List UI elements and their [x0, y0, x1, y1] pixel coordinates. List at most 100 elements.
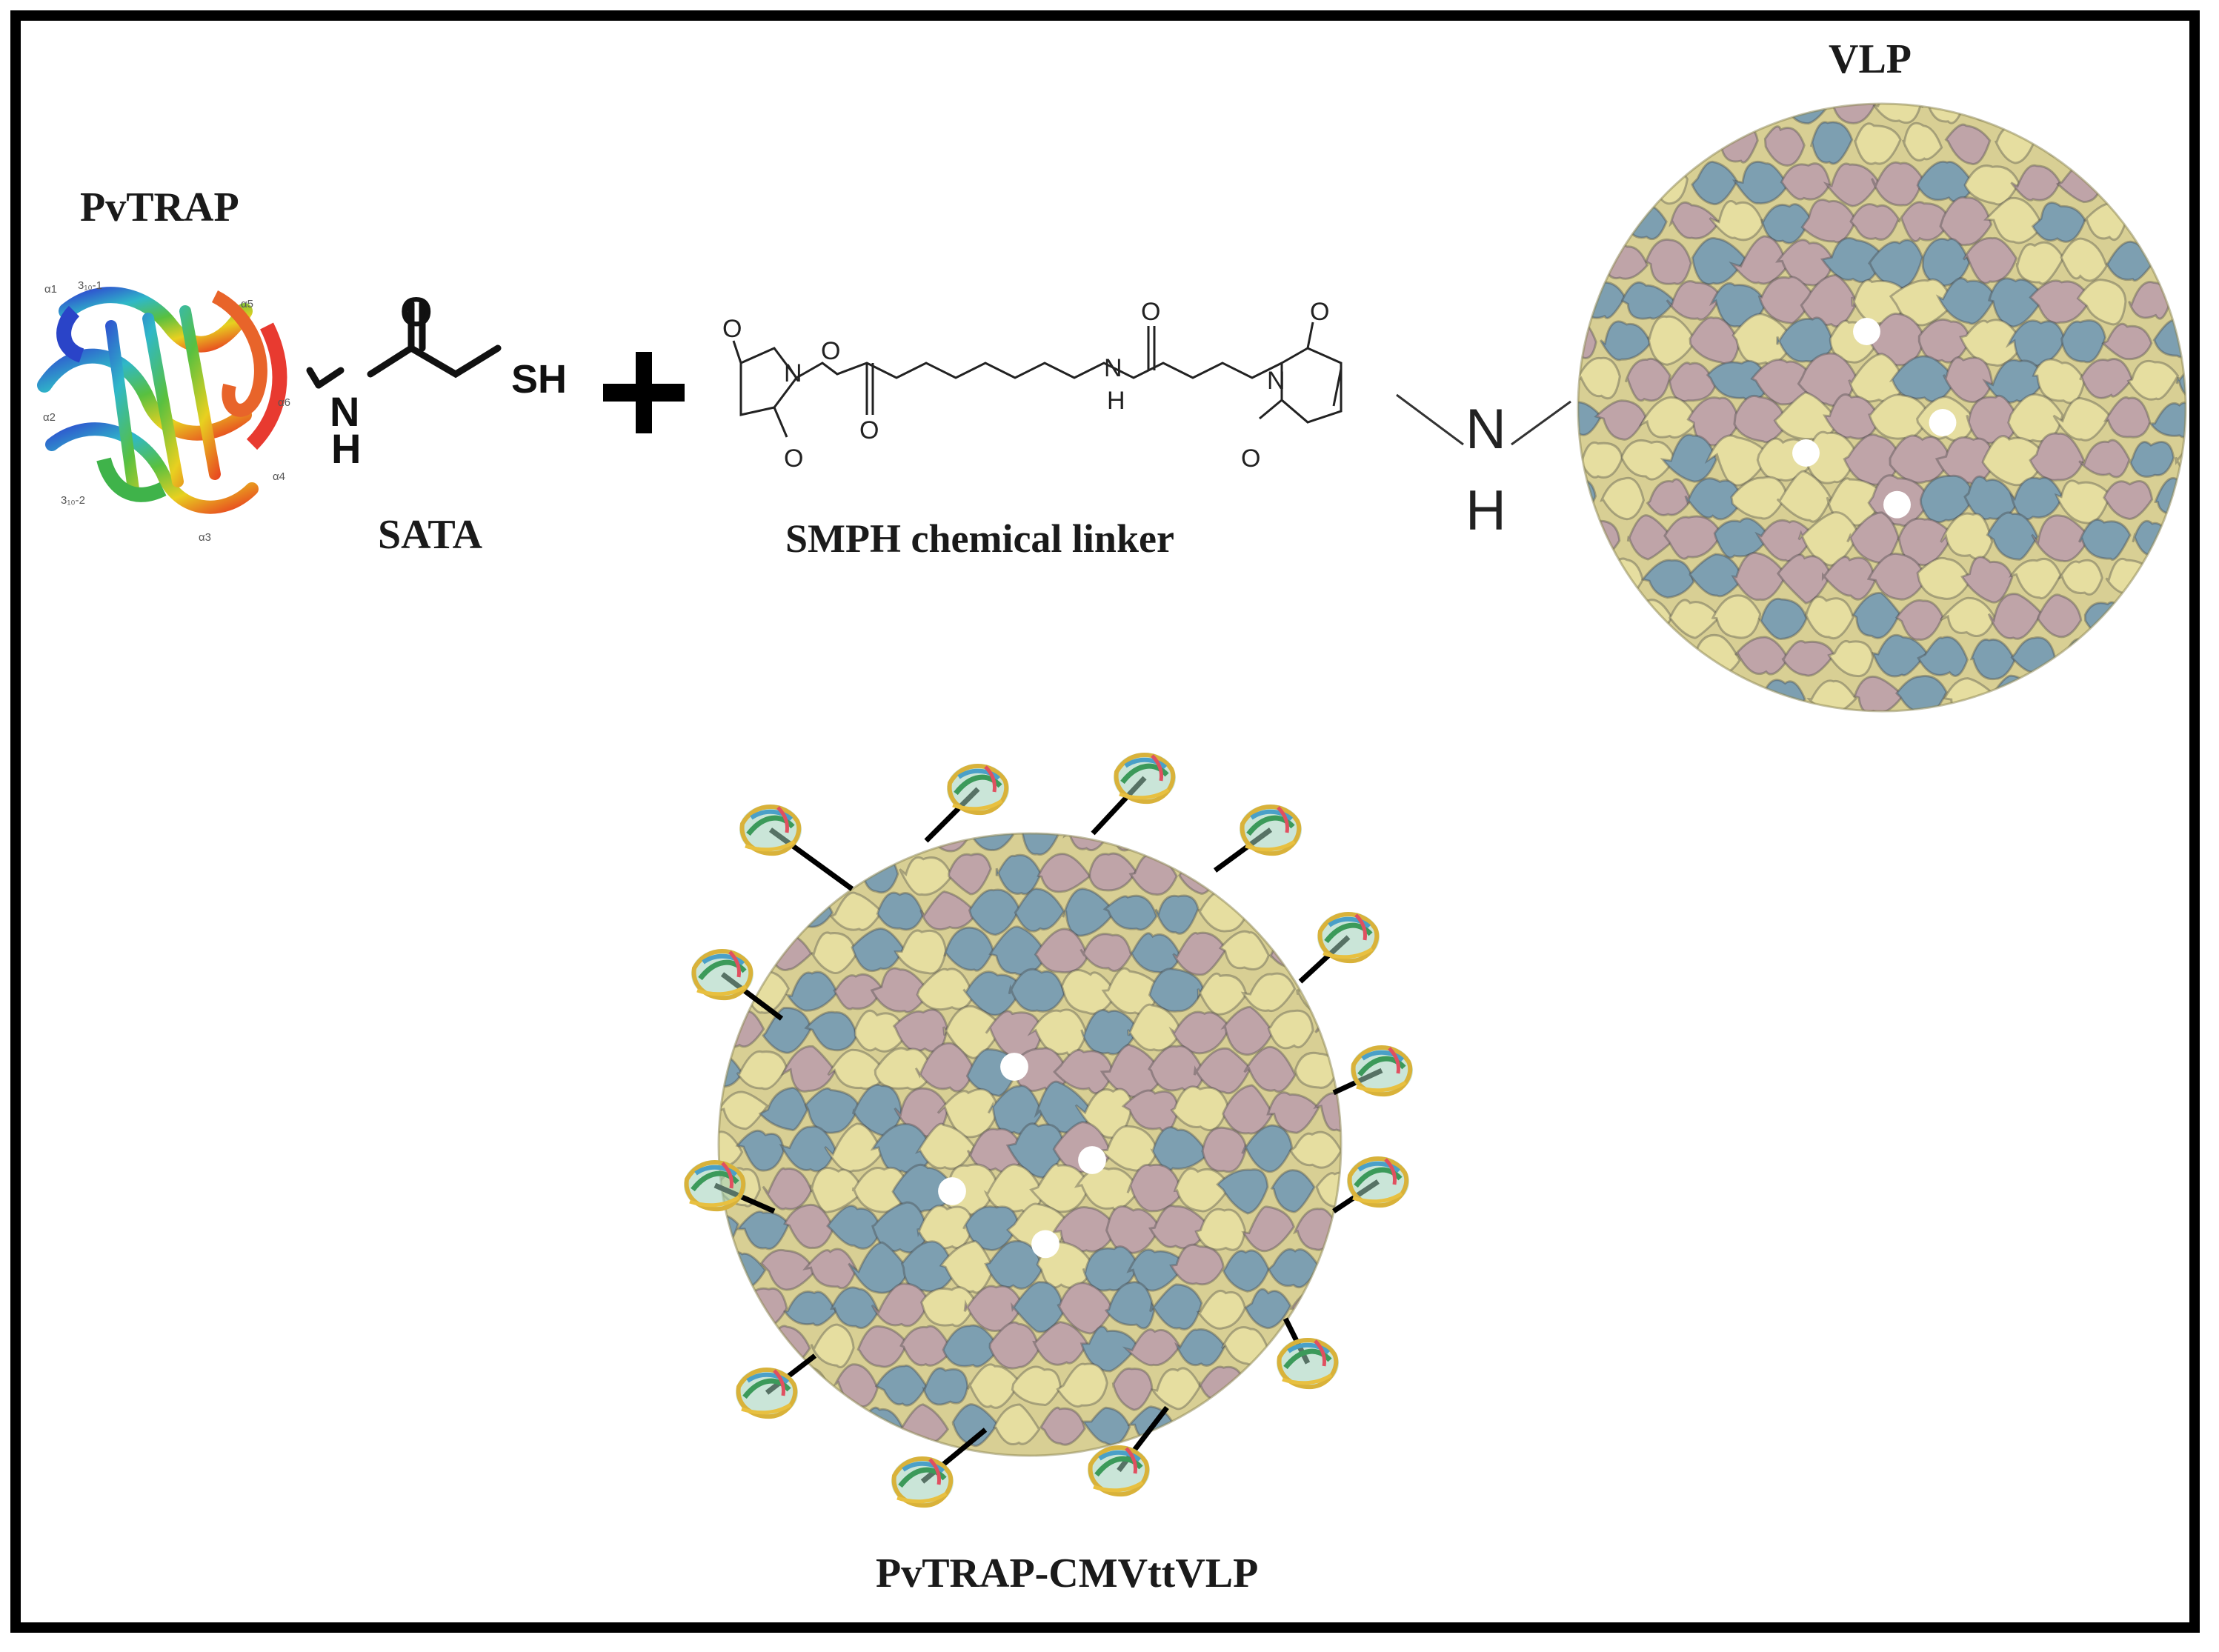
attached-protein — [691, 949, 753, 999]
attached-protein — [1240, 805, 1302, 855]
vlp-capsomer — [1154, 894, 1200, 935]
vlp-particle — [1577, 102, 2187, 713]
vlp-capsomer — [1104, 1281, 1155, 1330]
pvtrap-protein-image: α1 3₁₀-1 α5 α6 α2 α4 3₁₀-2 α3 — [21, 267, 310, 556]
vlp-capsomer — [1014, 887, 1065, 933]
vlp-capsomer — [2079, 358, 2134, 399]
smph-label: SMPH chemical linker — [785, 516, 1174, 561]
vlp-capsomer — [810, 1323, 855, 1368]
vlp-capsomer — [1578, 356, 1621, 400]
vlp-capsomer — [1169, 1243, 1225, 1286]
vlp-capsomer — [1804, 596, 1854, 640]
vlp-pore — [1929, 409, 1957, 436]
vlp-capsomer — [1600, 476, 1646, 521]
ss-label-a6: α6 — [278, 396, 290, 409]
vlp-capsomer — [2057, 559, 2103, 596]
vlp-capsomer — [1960, 556, 2014, 604]
attached-protein — [947, 764, 1009, 814]
ss-label-a4: α4 — [273, 470, 285, 483]
pvtrap-label: PvTRAP — [80, 184, 239, 230]
vlp-capsomer — [1962, 236, 2018, 284]
vlp-capsomer — [1917, 636, 1969, 677]
vlp-capsomer — [1267, 1009, 1314, 1050]
vlp-capsomer — [1854, 122, 1902, 165]
vlp-capsomer — [1640, 559, 1695, 599]
vlp-capsomer — [1032, 1321, 1089, 1366]
figure-border — [10, 10, 2200, 1633]
vlp-capsomer — [948, 853, 992, 896]
vlp-capsomer — [1780, 162, 1832, 201]
vlp-capsomer — [1222, 1249, 1270, 1293]
sata-h: H — [331, 425, 361, 472]
vlp-capsomer — [1241, 1124, 1294, 1173]
vlp-capsomer — [1244, 1288, 1292, 1330]
vlp-capsomer — [1317, 1248, 1341, 1286]
vlp-pore — [1883, 490, 1911, 519]
vlp-capsomer — [1201, 1126, 1248, 1173]
vlp-capsomer — [1014, 833, 1062, 856]
vlp-pore — [1853, 318, 1880, 345]
vlp-capsomer — [1578, 519, 1621, 560]
attached-protein — [1277, 1338, 1339, 1388]
vlp-capsomer — [1902, 121, 1943, 161]
vlp-capsomer — [1776, 470, 1832, 523]
sata-structure — [306, 300, 502, 389]
vlp-capsomer — [2008, 557, 2062, 600]
vlp-capsomer — [1660, 433, 1717, 483]
vlp-capsomer — [1649, 161, 1689, 205]
attached-protein — [684, 1160, 746, 1210]
vlp-capsomer — [1940, 512, 1994, 561]
smph-o3: O — [784, 444, 803, 473]
attached-protein — [1351, 1045, 1413, 1096]
vlp-capsomer — [1243, 1045, 1297, 1093]
vlp-capsomer — [2103, 396, 2152, 439]
vlp-capsomer — [1150, 1367, 1202, 1410]
attached-protein — [1317, 912, 1380, 962]
vlp-capsomer — [1711, 594, 1762, 639]
vlp-capsomer — [802, 1248, 858, 1290]
vlp-capsomer — [1691, 160, 1739, 206]
smph-o2: O — [821, 337, 840, 365]
vlp-label: VLP — [1829, 36, 1912, 82]
ss-label-310-1: 3₁₀-1 — [78, 279, 102, 292]
vlp-capsomer — [1114, 833, 1151, 852]
vlp-capsomer — [1266, 1091, 1320, 1134]
smph-structure — [732, 322, 1343, 438]
vlp-capsomer — [1122, 1328, 1182, 1367]
sata-label: SATA — [378, 512, 483, 558]
sata-o: O — [400, 288, 433, 335]
attached-protein — [1347, 1156, 1409, 1207]
vlp-capsomer — [1894, 599, 1944, 641]
vlp-capsomer — [2101, 322, 2153, 361]
vlp-capsomer — [1849, 203, 1900, 241]
vlp-capsomer — [758, 1086, 809, 1131]
vlp-capsomer — [719, 1090, 769, 1130]
ss-label-a1: α1 — [44, 283, 57, 296]
attached-protein — [739, 805, 802, 855]
vlp-capsomer — [2078, 439, 2131, 479]
amine-group: N H — [1396, 393, 1571, 542]
vlp-capsomer — [1196, 1289, 1246, 1330]
vlp-capsomer — [1039, 1406, 1086, 1446]
vlp-capsomer — [2037, 593, 2083, 639]
vlp-capsomer — [1986, 511, 2039, 561]
smph-o7: O — [1241, 444, 1260, 473]
vlp-capsomer — [1174, 1328, 1226, 1367]
conjugate-label: PvTRAP-CMVttVLP — [876, 1551, 1259, 1596]
vlp-capsomer — [1218, 930, 1270, 970]
vlp-capsomer — [1944, 123, 1992, 165]
vlp-capsomer — [1809, 121, 1854, 165]
attached-protein — [1114, 753, 1176, 803]
smph-o5: O — [1141, 298, 1160, 326]
vlp-capsomer — [2076, 279, 2127, 326]
plus-sign — [603, 352, 685, 433]
ss-label-a2: α2 — [43, 411, 56, 424]
vlp-capsomer — [1821, 556, 1876, 601]
smph-o6: O — [1310, 298, 1329, 326]
vlp-capsomer — [1081, 1406, 1131, 1447]
vlp-capsomer — [1966, 104, 2010, 122]
ss-label-a3: α3 — [199, 531, 211, 544]
smph-nh-n: N — [1104, 354, 1122, 382]
vlp-capsomer — [1268, 934, 1315, 968]
